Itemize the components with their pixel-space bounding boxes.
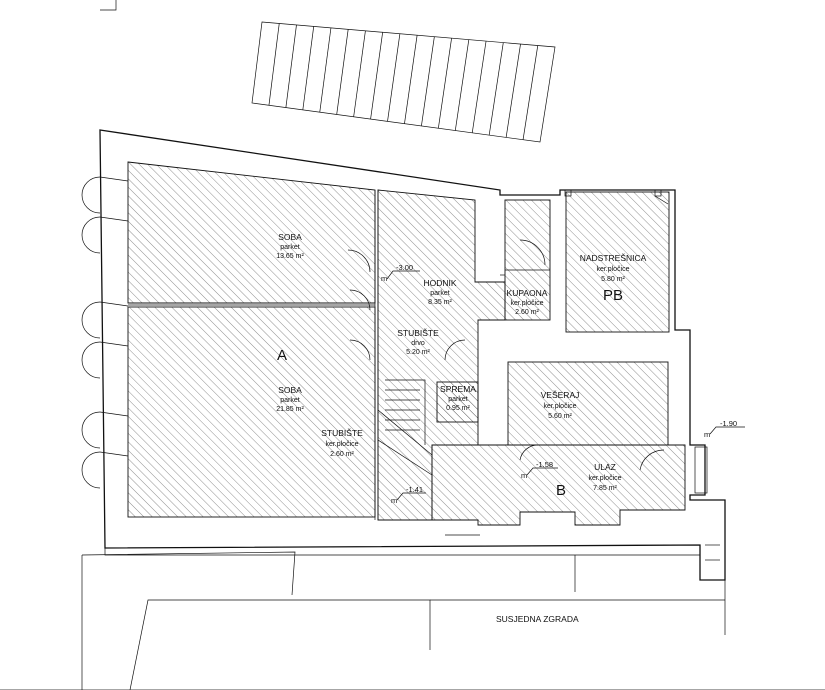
site-corner-mark xyxy=(100,0,117,11)
level-value-outside: -1.90 xyxy=(720,419,737,428)
level-unit-hall: m xyxy=(381,274,387,283)
stair-tread xyxy=(488,42,504,136)
neighbor-ground xyxy=(0,548,825,690)
level-unit-entry: m xyxy=(521,471,527,480)
window-jamb xyxy=(99,216,129,222)
room-name-spremiste: SPREMA xyxy=(440,384,476,394)
room-floor-spremiste: parket xyxy=(448,396,468,403)
room-floor-ulaz: ker.pločice xyxy=(588,475,621,482)
room-nadstresnica xyxy=(565,191,670,333)
window-bay xyxy=(81,176,101,214)
stair-tread xyxy=(302,26,315,110)
room-name-stubiste-b: STUBIŠTE xyxy=(397,328,439,338)
window-jamb xyxy=(99,301,129,307)
room-kupaona xyxy=(504,199,551,321)
room-soba-main xyxy=(127,306,376,518)
window-jamb xyxy=(99,176,129,182)
zone-label-b: B xyxy=(556,482,566,499)
window-jamb xyxy=(99,411,129,417)
room-name-nadstresnica: NADSTREŠNICA xyxy=(580,253,647,263)
room-area-stubiste-b: 5.20 m² xyxy=(406,349,430,356)
room-veseraj xyxy=(507,361,669,446)
zone-label-pb: PB xyxy=(603,287,623,304)
level-unit-outside: m xyxy=(704,430,710,439)
window-bay xyxy=(81,451,101,489)
window-bay xyxy=(81,411,101,449)
room-floor-kupaona: ker.pločice xyxy=(510,300,543,307)
exterior-staircase xyxy=(251,21,556,143)
stair-tread xyxy=(387,33,401,122)
stair-tread xyxy=(404,35,418,124)
room-area-hodnik: 8.35 m² xyxy=(428,299,452,306)
room-floor-stubiste-b: drvo xyxy=(411,340,425,347)
room-area-nadstresnica: 5.80 m² xyxy=(601,276,625,283)
room-name-soba-main: SOBA xyxy=(278,385,302,395)
room-name-hodnik: HODNIK xyxy=(423,278,456,288)
stair-tread xyxy=(353,30,366,117)
room-name-stubiste-a: STUBIŠTE xyxy=(321,428,363,438)
level-marker-hall: m -3.00 xyxy=(381,263,420,283)
rooms-layer xyxy=(127,161,686,526)
stair-tread xyxy=(268,23,280,106)
stair-tread xyxy=(438,38,452,129)
window-bay xyxy=(81,341,101,379)
window-jamb xyxy=(99,451,129,457)
level-marker-outside: m -1.90 xyxy=(704,419,745,439)
stair-tread xyxy=(319,27,332,113)
room-floor-hodnik: parket xyxy=(430,290,450,297)
room-floor-veseraj: ker.pločice xyxy=(543,403,576,410)
neighbor-building-label: SUSJEDNA ZGRADA xyxy=(496,614,579,624)
window-jamb xyxy=(99,341,129,347)
zone-label-a: A xyxy=(277,347,287,364)
room-area-soba-top: 13.65 m² xyxy=(276,253,304,260)
level-marker-stair: m -1.41 xyxy=(391,485,426,505)
window-bays xyxy=(81,176,129,489)
stair-tread xyxy=(370,32,383,120)
room-area-stubiste-a: 2.60 m² xyxy=(330,451,354,458)
room-floor-soba-top: parket xyxy=(280,244,300,251)
room-area-veseraj: 5.60 m² xyxy=(548,413,572,420)
stair-tread xyxy=(454,39,470,131)
stair-tread xyxy=(505,44,521,138)
room-ulaz xyxy=(431,444,686,526)
room-floor-soba-main: parket xyxy=(280,397,300,404)
room-floor-stubiste-a: ker.pločice xyxy=(325,441,358,448)
room-area-spremiste: 0.95 m² xyxy=(446,405,470,412)
room-name-kupaona: KUPAONA xyxy=(507,288,548,298)
room-name-soba-top: SOBA xyxy=(278,232,302,242)
room-floor-nadstresnica: ker.pločice xyxy=(596,266,629,273)
room-area-ulaz: 7.85 m² xyxy=(593,485,617,492)
window-bay xyxy=(81,216,101,254)
stair-tread xyxy=(285,24,297,108)
internal-details xyxy=(128,189,720,561)
level-value-entry: -1.58 xyxy=(536,460,553,469)
room-hodnik xyxy=(377,189,506,521)
stair-tread xyxy=(471,41,487,133)
room-name-veseraj: VEŠERAJ xyxy=(541,390,580,400)
level-marker-entry: m -1.58 xyxy=(521,460,558,480)
room-area-kupaona: 2.60 m² xyxy=(515,309,539,316)
stair-tread xyxy=(336,29,349,115)
room-name-ulaz: ULAZ xyxy=(594,462,616,472)
level-value-hall: -3.00 xyxy=(396,263,413,272)
stair-tread xyxy=(421,36,435,126)
room-area-soba-main: 21.85 m² xyxy=(276,406,304,413)
level-value-stair: -1.41 xyxy=(406,485,423,494)
stair-tread xyxy=(522,45,539,140)
level-unit-stair: m xyxy=(391,496,397,505)
window-bay xyxy=(81,301,101,339)
room-spremiste xyxy=(436,381,479,423)
